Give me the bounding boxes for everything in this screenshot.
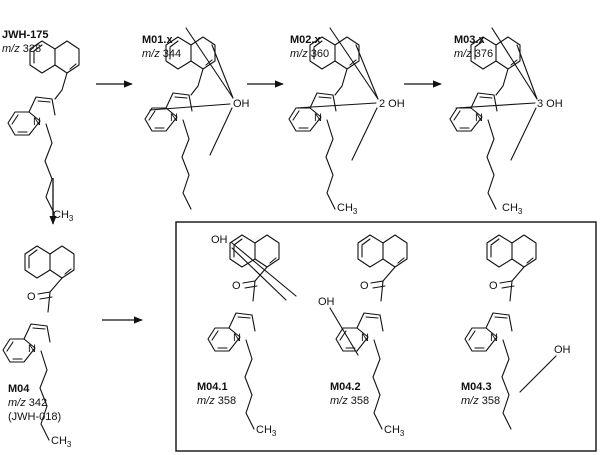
hydroxyl-label: 2 OH	[379, 98, 405, 110]
compound-m01: OH N M01.x m/z 344	[142, 27, 250, 210]
compound-mz: m/z 328	[2, 43, 41, 55]
compound-name: M04.3	[461, 381, 492, 393]
compound-name: JWH-175	[2, 29, 48, 41]
nitrogen-label: N	[314, 112, 322, 124]
compound-name: M04	[8, 383, 30, 395]
hydroxyl-label: OH	[211, 234, 228, 246]
nitrogen-label: N	[475, 112, 483, 124]
compound-mz: m/z 342	[8, 397, 47, 409]
compound-note: (JWH-018)	[8, 411, 61, 423]
oxygen-label: O	[232, 280, 241, 292]
methyl-label: CH3	[53, 209, 74, 223]
compound-name: M03.x	[454, 34, 485, 46]
nitrogen-label: N	[33, 116, 41, 128]
nitrogen-label: N	[490, 332, 498, 344]
hydroxyl-label: OH	[318, 296, 335, 308]
compound-mz: m/z 358	[330, 395, 369, 407]
compound-mz: m/z 376	[454, 48, 493, 60]
compound-name: M02.x	[290, 34, 321, 46]
compound-m041: OH O N CH3 M04.1 m/z 358	[197, 234, 297, 438]
methyl-label: CH3	[384, 424, 405, 438]
compound-m04: O N CH3 M04 m/z 342 (JWH-018)	[2, 245, 75, 449]
methyl-label: CH3	[337, 202, 358, 216]
methyl-label: CH3	[51, 435, 72, 449]
compound-m042: OH O N CH3 M04.2 m/z 358	[318, 234, 408, 438]
hydroxyl-label: OH	[233, 98, 250, 110]
nitrogen-label: N	[170, 112, 178, 124]
compound-name: M04.2	[330, 381, 361, 393]
methyl-label: CH3	[256, 424, 277, 438]
compound-mz: m/z 344	[142, 48, 181, 60]
oxygen-label: O	[27, 291, 36, 303]
compound-mz: m/z 358	[197, 395, 236, 407]
compound-m043: OH O N M04.3 m/z 358	[461, 234, 571, 430]
oxygen-label: O	[489, 280, 498, 292]
nitrogen-label: N	[361, 332, 369, 344]
compound-mz: m/z 358	[461, 395, 500, 407]
hydroxyl-label: 3 OH	[537, 98, 563, 110]
nitrogen-label: N	[233, 332, 241, 344]
product-box	[175, 221, 597, 452]
nitrogen-label: N	[28, 343, 36, 355]
compound-jwh-175: N CH3 JWH-175 m/z 328	[2, 29, 80, 223]
compound-m02: 2 OH N CH3 M02.x m/z 360	[288, 27, 405, 216]
compound-m03: 3 OH N CH3 M03.x m/z 376	[449, 27, 563, 216]
compound-name: M04.1	[197, 381, 228, 393]
compound-name: M01.x	[142, 34, 173, 46]
hydroxyl-label: OH	[554, 344, 571, 356]
compound-mz: m/z 360	[290, 48, 329, 60]
oxygen-label: O	[360, 280, 369, 292]
methyl-label: CH3	[502, 202, 523, 216]
